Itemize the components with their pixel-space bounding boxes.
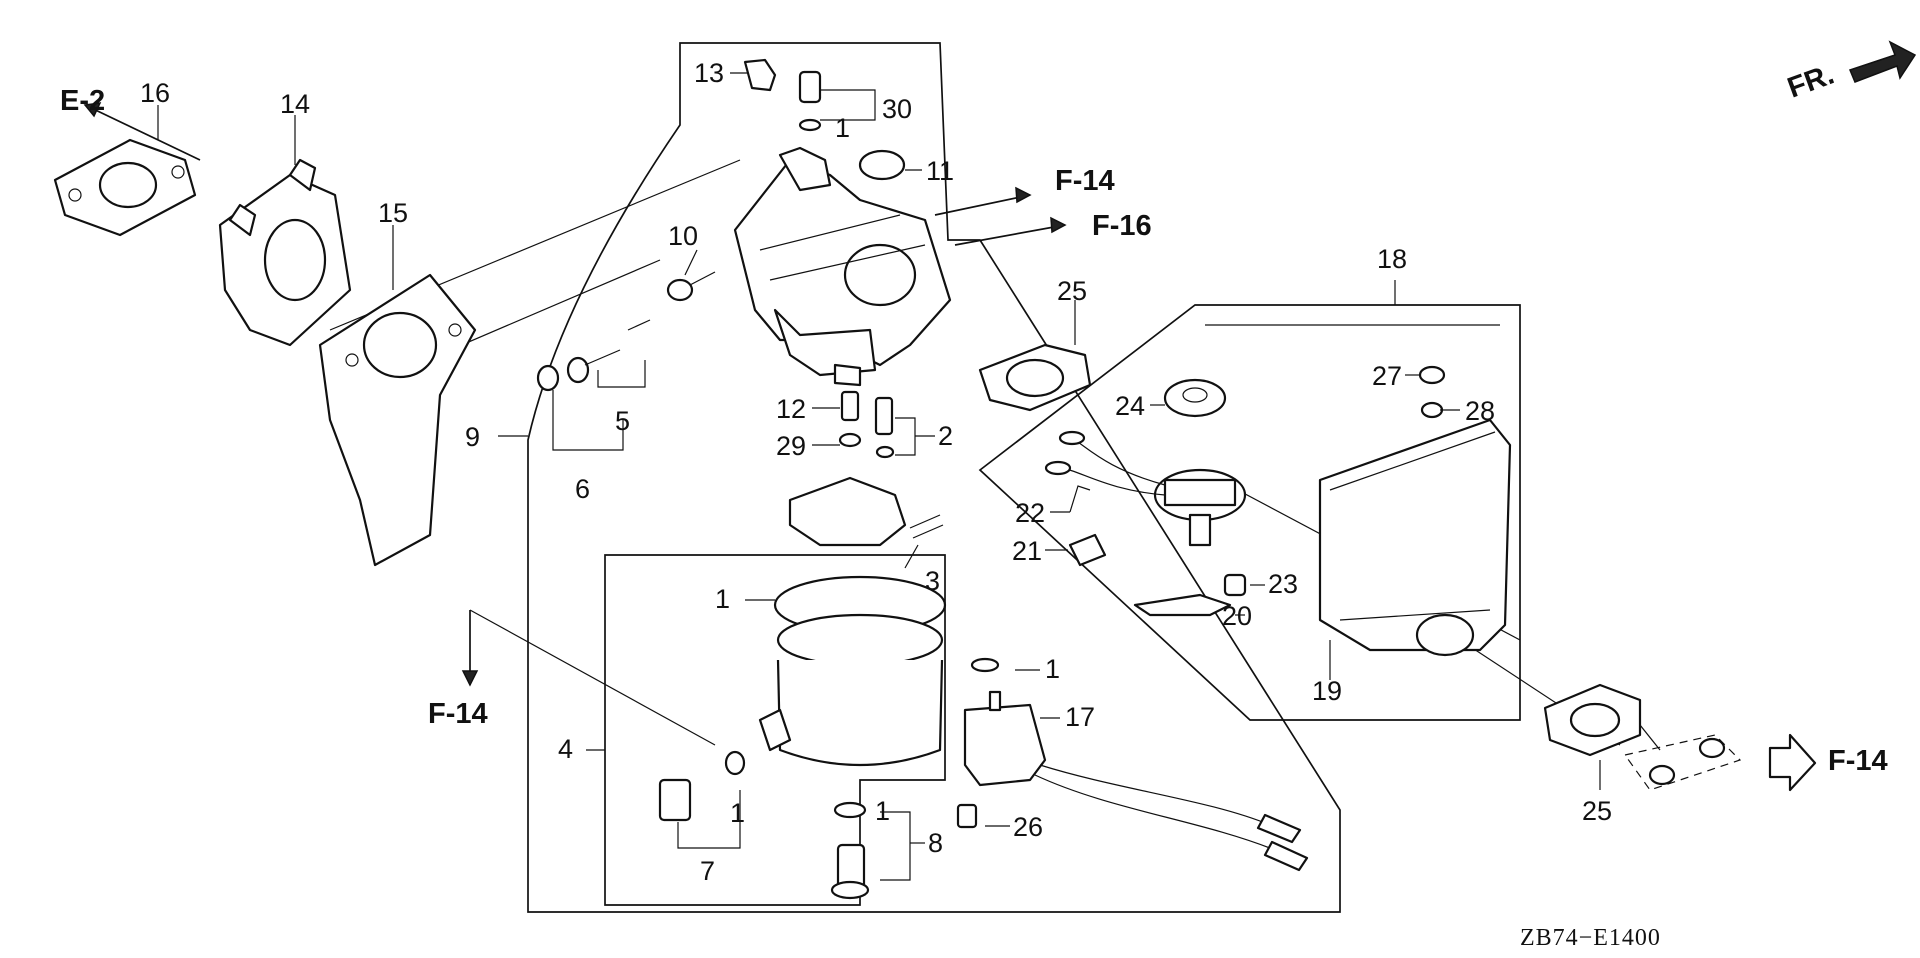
callout-21: 21 bbox=[1012, 536, 1042, 566]
callout-13: 13 bbox=[694, 58, 724, 88]
callout-1-sol: 1 bbox=[1045, 654, 1060, 684]
shield-parts bbox=[1044, 365, 1726, 786]
callout-20: 20 bbox=[1222, 601, 1252, 631]
callout-1-bolt: 1 bbox=[875, 796, 890, 826]
callout-19: 19 bbox=[1312, 676, 1342, 706]
callout-26: 26 bbox=[1013, 812, 1043, 842]
callout-28: 28 bbox=[1465, 396, 1495, 426]
fuel-cut-solenoid bbox=[956, 657, 1309, 872]
callout-11: 11 bbox=[926, 156, 954, 186]
callout-1-drain: 1 bbox=[730, 798, 745, 828]
callout-17: 17 bbox=[1065, 702, 1095, 732]
callout-16: 16 bbox=[140, 78, 170, 108]
carburetor-body bbox=[733, 146, 952, 387]
ref-e2: E-2 bbox=[60, 85, 105, 117]
callout-7: 7 bbox=[700, 856, 715, 886]
callout-18: 18 bbox=[1377, 244, 1407, 274]
front-label: FR. bbox=[1783, 59, 1838, 105]
callout-27: 27 bbox=[1372, 361, 1402, 391]
callout-14: 14 bbox=[280, 89, 310, 119]
callout-10: 10 bbox=[668, 221, 698, 251]
gasket-15 bbox=[318, 273, 477, 567]
ref-f14-upper: F-14 bbox=[1055, 165, 1115, 197]
ref-f14-right: F-14 bbox=[1828, 745, 1888, 777]
callout-30: 30 bbox=[882, 94, 912, 124]
insulator-14 bbox=[218, 158, 352, 347]
diagram-code: ZB74−E1400 bbox=[1520, 925, 1661, 951]
ref-f16: F-16 bbox=[1092, 210, 1152, 242]
callout-25-top: 25 bbox=[1057, 276, 1087, 306]
callout-23: 23 bbox=[1268, 569, 1298, 599]
callout-1-top: 1 bbox=[835, 113, 850, 143]
callout-24: 24 bbox=[1115, 391, 1145, 421]
callout-2: 2 bbox=[938, 421, 953, 451]
callout-22: 22 bbox=[1015, 498, 1045, 528]
callout-3: 3 bbox=[925, 566, 940, 596]
reference-labels: E-2 F-14 F-16 F-14 F-14 bbox=[60, 85, 1888, 777]
callout-5: 5 bbox=[615, 406, 630, 436]
callout-numbers: 16 14 15 13 30 1 11 10 5 6 9 12 29 2 3 1… bbox=[140, 58, 1612, 886]
callout-15: 15 bbox=[378, 198, 408, 228]
callout-25-bottom: 25 bbox=[1582, 796, 1612, 826]
assembly-frames bbox=[329, 42, 1742, 913]
float-chamber bbox=[658, 575, 947, 900]
callout-8: 8 bbox=[928, 828, 943, 858]
gasket-16 bbox=[53, 138, 197, 237]
small-parts bbox=[536, 58, 944, 547]
callout-9: 9 bbox=[465, 422, 480, 452]
callout-4: 4 bbox=[558, 734, 573, 764]
callout-1-bowl: 1 bbox=[715, 584, 730, 614]
front-indicator: FR. bbox=[1783, 40, 1917, 105]
callout-leaders bbox=[157, 72, 1601, 881]
direction-arrows bbox=[83, 102, 1817, 792]
callout-6: 6 bbox=[575, 474, 590, 504]
callout-29: 29 bbox=[776, 431, 806, 461]
callout-12: 12 bbox=[776, 394, 806, 424]
ref-f14-left: F-14 bbox=[428, 698, 488, 730]
gasket-25-upper bbox=[978, 343, 1092, 412]
